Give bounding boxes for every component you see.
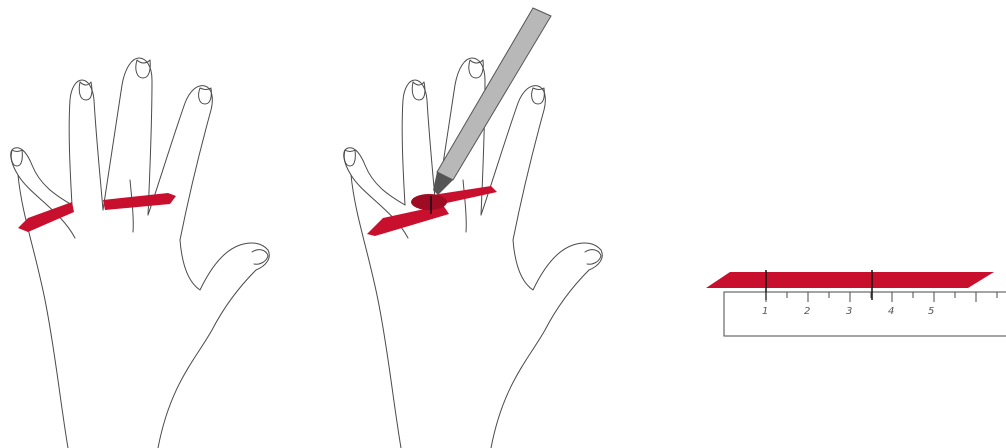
step-2-mark-string — [343, 7, 603, 448]
step-1-wrap-string — [10, 57, 270, 448]
ribbon-band-lower — [367, 205, 449, 236]
pen — [433, 7, 552, 195]
ruler — [723, 291, 1006, 337]
pen-tip — [433, 172, 453, 195]
ruler-ticks — [765, 292, 998, 302]
ribbon-overlap — [411, 194, 447, 210]
ribbon-flattened — [706, 272, 994, 288]
ruler-label-4: 4 — [888, 306, 894, 317]
ribbon-segment-left — [18, 202, 74, 232]
ruler-label-3: 3 — [846, 306, 852, 317]
hand-outline — [10, 57, 270, 448]
ribbon-segment-right — [103, 193, 176, 210]
ruler-labels: 1 2 3 4 5 — [762, 306, 934, 317]
ruler-label-2: 2 — [804, 306, 810, 317]
ruler-label-1: 1 — [762, 306, 768, 317]
ruler-label-5: 5 — [928, 306, 934, 317]
step-3-measure-string: 1 2 3 4 5 — [706, 270, 1006, 337]
